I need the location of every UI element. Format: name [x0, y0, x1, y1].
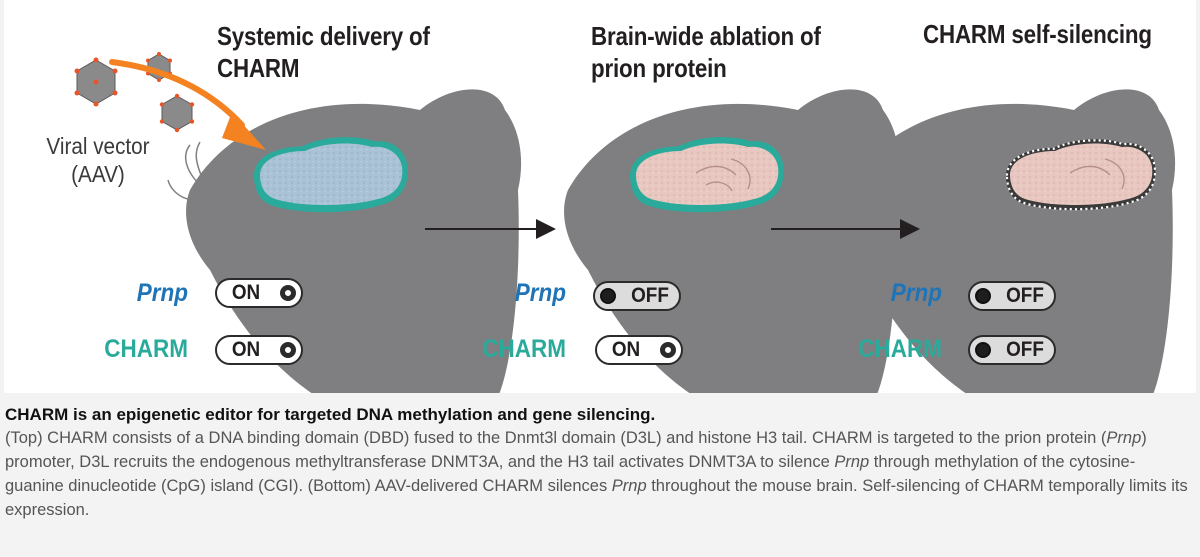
- caption-body: (Top) CHARM consists of a DNA binding do…: [5, 426, 1190, 522]
- toggle-state: OFF: [631, 284, 669, 307]
- prnp-label-2: Prnp: [514, 279, 566, 307]
- charm-toggle-3: OFF: [968, 335, 1056, 365]
- prnp-label-3: Prnp: [890, 279, 942, 307]
- mouse-head-1: [167, 89, 522, 393]
- prnp-toggle-1: ON: [215, 278, 303, 308]
- toggle-knob-icon: [975, 288, 991, 304]
- toggle-state: ON: [611, 338, 641, 361]
- caption-text: ) promoter, D3L recruits the endogenous …: [5, 429, 1147, 471]
- caption-gene-name: Prnp: [834, 453, 870, 471]
- prnp-toggle-3: OFF: [968, 281, 1056, 311]
- panel-1-title: Systemic delivery of CHARM: [217, 21, 430, 83]
- panel-3-title: CHARM self-silencing: [923, 19, 1152, 49]
- panel-2-title: Brain-wide ablation of prion protein: [591, 21, 821, 83]
- charm-label-2: CHARM: [482, 335, 566, 363]
- figure: Systemic delivery of CHARM Brain-wide ab…: [4, 0, 1196, 393]
- figure-artwork: [74, 52, 1176, 393]
- toggle-state: ON: [231, 281, 261, 304]
- charm-toggle-2: ON: [595, 335, 683, 365]
- caption-gene-name: Prnp: [1106, 429, 1142, 447]
- viral-vector-label: Viral vector (AAV): [46, 133, 150, 187]
- aav-particle-icon: [74, 57, 118, 107]
- figure-caption: CHARM is an epigenetic editor for target…: [5, 404, 1190, 522]
- aav-particle-icon: [159, 93, 195, 133]
- caption-title: CHARM is an epigenetic editor for target…: [5, 405, 656, 424]
- toggle-knob-icon: [280, 285, 296, 301]
- caption-text: throughout the mouse brain. Self-silenci…: [5, 477, 1188, 519]
- caption-gene-name: Prnp: [611, 477, 647, 495]
- charm-label-3: CHARM: [858, 335, 942, 363]
- caption-text: (Top) CHARM consists of a DNA binding do…: [5, 429, 1107, 447]
- brain-2: [630, 137, 784, 213]
- toggle-knob-icon: [600, 288, 616, 304]
- brain-3: [1005, 139, 1157, 211]
- caption-text: through methylation of the cytosine-guan…: [5, 453, 1136, 495]
- toggle-state: ON: [231, 338, 261, 361]
- charm-toggle-1: ON: [215, 335, 303, 365]
- toggle-knob-icon: [660, 342, 676, 358]
- toggle-state: OFF: [1006, 338, 1044, 361]
- toggle-state: OFF: [1006, 284, 1044, 307]
- charm-label-1: CHARM: [104, 335, 188, 363]
- toggle-knob-icon: [280, 342, 296, 358]
- delivery-arrow-icon: [109, 59, 266, 150]
- prnp-label-1: Prnp: [136, 279, 188, 307]
- prnp-toggle-2: OFF: [593, 281, 681, 311]
- toggle-knob-icon: [975, 342, 991, 358]
